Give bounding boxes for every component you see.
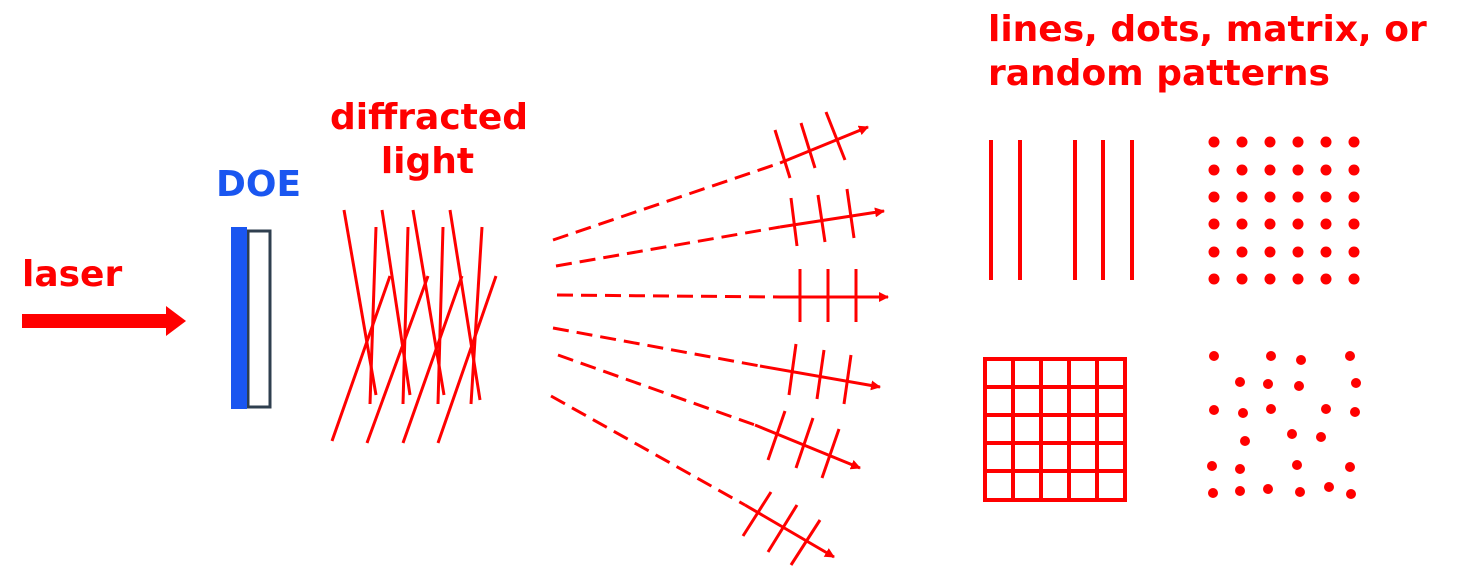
laser-beam-arrow (22, 306, 186, 336)
laser-label: laser (22, 254, 123, 295)
diffracted-beam-1 (552, 111, 869, 242)
diffracted-beam-2 (555, 188, 885, 268)
dot (1320, 246, 1332, 258)
dot (1208, 164, 1220, 176)
dot (1208, 218, 1220, 230)
dot (1320, 164, 1332, 176)
dot (1348, 136, 1360, 148)
dot (1320, 136, 1332, 148)
diffracted-beam-3 (556, 269, 889, 322)
dot (1320, 191, 1332, 203)
diffracted-label-line1: diffracted (330, 97, 529, 138)
dot (1348, 273, 1360, 285)
doe-label: DOE (216, 164, 302, 205)
dot (1236, 218, 1248, 230)
dot (1264, 273, 1276, 285)
dot (1320, 273, 1332, 285)
random-pattern (1207, 351, 1361, 499)
dot (1320, 218, 1332, 230)
diffracted-light-label: diffracted light (330, 96, 529, 184)
dot (1292, 136, 1304, 148)
patterns-label-line2: random patterns (988, 53, 1330, 94)
dot (1208, 246, 1220, 258)
dot (1236, 164, 1248, 176)
diffracted-beam-4 (552, 326, 881, 405)
patterns-label: lines, dots, matrix, or random patterns (988, 8, 1427, 96)
dot (1264, 246, 1276, 258)
dot (1264, 191, 1276, 203)
dot (1348, 164, 1360, 176)
dots-pattern (1208, 136, 1360, 285)
dot (1236, 191, 1248, 203)
diffracted-light-lines (330, 209, 498, 444)
lines-pattern (989, 140, 1134, 280)
dot (1236, 246, 1248, 258)
diffracted-beam-6 (550, 394, 835, 566)
dot (1264, 218, 1276, 230)
dot (1208, 136, 1220, 148)
dot (1292, 246, 1304, 258)
matrix-pattern (983, 357, 1127, 502)
diffracted-label-line2: light (380, 141, 475, 182)
dot (1236, 136, 1248, 148)
dot (1348, 246, 1360, 258)
dot (1264, 136, 1276, 148)
patterns-label-line1: lines, dots, matrix, or (988, 9, 1427, 50)
diffracted-beam-5 (557, 353, 861, 479)
dot (1264, 164, 1276, 176)
doe-element (231, 227, 272, 409)
dot (1348, 191, 1360, 203)
dot (1208, 191, 1220, 203)
dot (1208, 273, 1220, 285)
dot (1236, 273, 1248, 285)
dot (1292, 218, 1304, 230)
dot (1292, 164, 1304, 176)
dot (1348, 218, 1360, 230)
dot (1292, 191, 1304, 203)
dot (1292, 273, 1304, 285)
